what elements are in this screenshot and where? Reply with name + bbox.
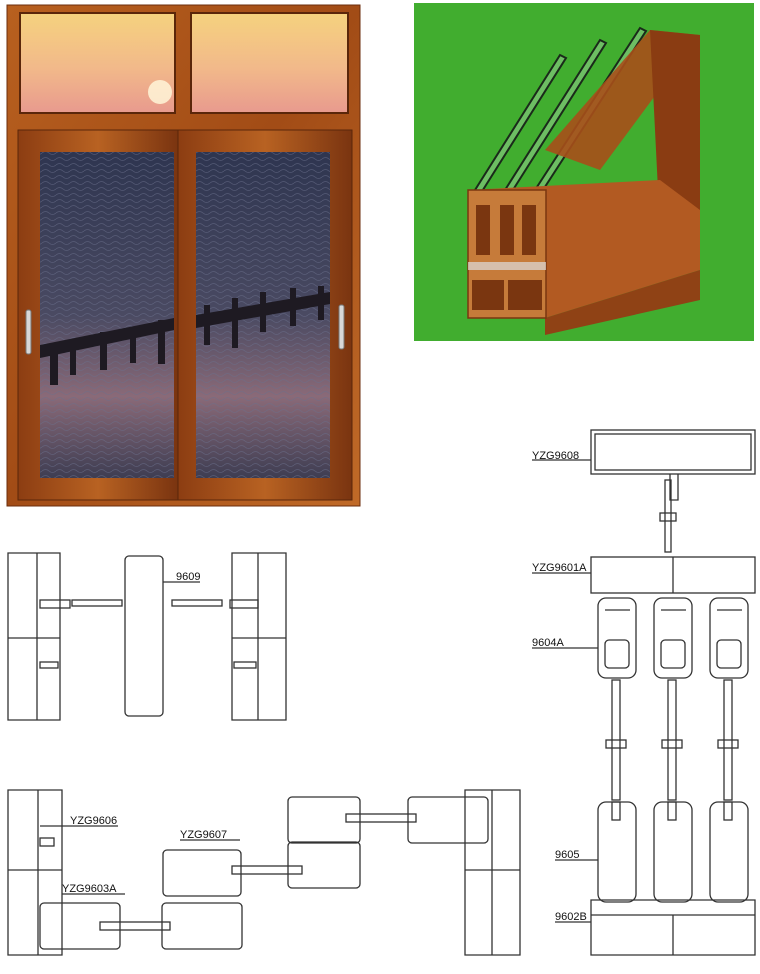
horizontal-section-9609: [7, 552, 287, 721]
label-9604a: 9604A: [532, 637, 564, 649]
profile-yzg9607: [162, 849, 242, 897]
label-yzg9608: YZG9608: [532, 450, 580, 462]
label-9609: 9609: [176, 571, 201, 583]
profile-9609: [124, 555, 164, 717]
left-handle: [25, 309, 32, 355]
sash-a: [597, 597, 637, 903]
sliding-window-photo: [6, 4, 361, 507]
profile-section-render: [414, 3, 754, 341]
profile-yzg9608: [590, 429, 756, 475]
label-yzg9601a: YZG9601A: [532, 562, 587, 574]
horizontal-section-lower: [7, 789, 521, 956]
label-yzg9606: YZG9606: [70, 815, 118, 827]
profile-yzg9603a: [39, 902, 121, 950]
profile-9602b: [590, 899, 756, 956]
sash-c: [709, 597, 749, 903]
sash-b: [653, 597, 693, 903]
label-yzg9607: YZG9607: [180, 829, 228, 841]
transom-pane-right: [190, 12, 349, 114]
label-yzg9603a: YZG9603A: [62, 883, 117, 895]
sun: [148, 80, 172, 104]
label-9605: 9605: [555, 849, 580, 861]
pier: [40, 286, 330, 385]
label-9602b: 9602B: [555, 911, 587, 923]
section-drawings: [7, 429, 756, 956]
vertical-section: [532, 429, 756, 956]
right-handle: [338, 304, 345, 350]
